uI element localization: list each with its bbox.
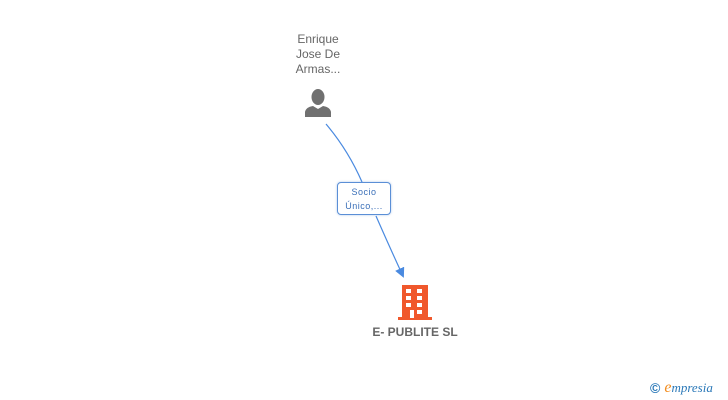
brand-initial: e	[664, 379, 672, 396]
building-icon[interactable]	[398, 285, 432, 321]
edge-line-lower	[375, 215, 405, 278]
person-name-line-1: Enrique	[297, 32, 339, 46]
brand-logo: empresia	[664, 379, 713, 397]
footer-brand: © empresia	[650, 379, 713, 397]
brand-rest: mpresia	[671, 380, 713, 395]
company-name[interactable]: E- PUBLITE SL	[372, 325, 458, 339]
person-icon[interactable]	[303, 88, 333, 118]
person-name-line-3: Armas...	[295, 62, 341, 76]
edge-label[interactable]: Socio Único,...	[337, 182, 391, 215]
edge-label-line-1: Socio	[351, 187, 377, 197]
person-name-line-2: Jose De	[295, 47, 341, 61]
edge-line-upper	[325, 123, 363, 183]
copyright-icon: ©	[650, 380, 661, 396]
person-node[interactable]: Enrique Jose De Armas...	[268, 32, 368, 77]
edge-label-line-2: Único,...	[345, 201, 383, 211]
